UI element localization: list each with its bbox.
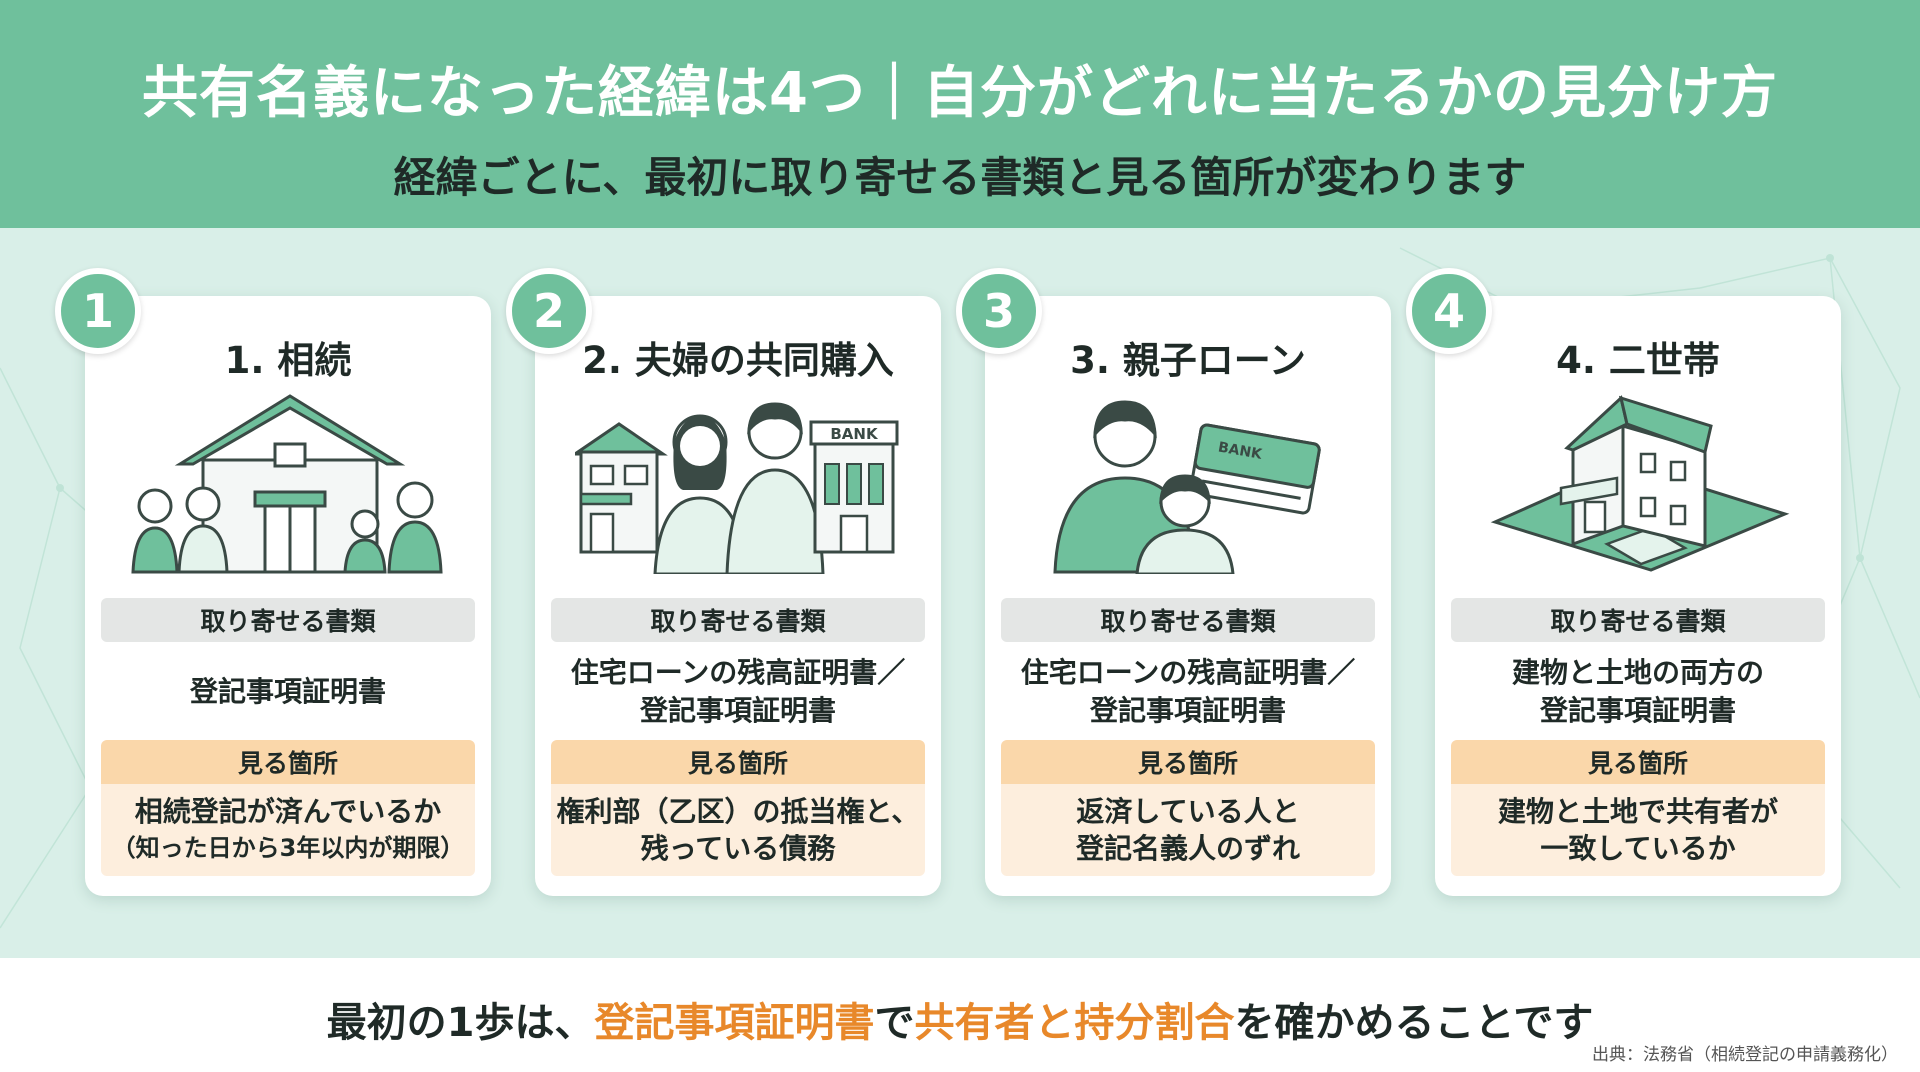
check-point-text: 建物と土地で共有者が 一致しているか xyxy=(1451,784,1825,876)
documents-text: 建物と土地の両方の 登記事項証明書 xyxy=(1445,650,1831,734)
footer-highlight-share: 共有者と持分割合 xyxy=(914,1000,1235,1046)
documents-label: 取り寄せる書類 xyxy=(1451,598,1825,642)
check-point-text: 権利部（乙区）の抵当権と、 残っている債務 xyxy=(551,784,925,876)
couple-house-bank-icon: BANK xyxy=(575,402,899,574)
card-inheritance: 1. 相続 取り寄せる書類 登記事項証明書 見る箇所 相続登記が済んでいるか （… xyxy=(85,296,491,896)
check-point-text: 返済している人と 登記名義人のずれ xyxy=(1001,784,1375,876)
check-point-line: 残っている債務 xyxy=(640,832,836,865)
documents-line: 住宅ローンの残高証明書／ xyxy=(1020,656,1356,689)
documents-text: 登記事項証明書 xyxy=(95,650,481,734)
two-family-house-on-land-icon xyxy=(1490,395,1790,572)
check-point-line: 一致しているか xyxy=(1540,832,1736,865)
documents-text: 住宅ローンの残高証明書／ 登記事項証明書 xyxy=(545,650,931,734)
check-point-line: 権利部（乙区）の抵当権と、 xyxy=(556,795,920,828)
documents-label: 取り寄せる書類 xyxy=(101,598,475,642)
check-point-label: 見る箇所 xyxy=(1451,740,1825,784)
documents-line: 建物と土地の両方の xyxy=(1511,656,1764,689)
header-banner: 共有名義になった経緯は4つ｜自分がどれに当たるかの見分け方 経緯ごとに、最初に取… xyxy=(0,0,1920,228)
footer-message-part: を確かめることです xyxy=(1234,1000,1594,1046)
check-point-label: 見る箇所 xyxy=(1001,740,1375,784)
card-joint-purchase: 2. 夫婦の共同購入 BANK 取り寄せる書類 住宅ローンの残高証明書／ 登記事… xyxy=(535,296,941,896)
check-point-line: 建物と土地で共有者が xyxy=(1497,795,1778,828)
house-with-family-icon xyxy=(131,394,443,574)
number-badge-3: 3 xyxy=(956,268,1042,354)
source-note: 出典：法務省（相続登記の申請義務化） xyxy=(1592,1045,1898,1065)
number-badge-4: 4 xyxy=(1406,268,1492,354)
documents-line: 登記事項証明書 xyxy=(1539,694,1736,727)
parent-child-bankbook-icon: BANK xyxy=(1053,400,1321,574)
documents-label: 取り寄せる書類 xyxy=(551,598,925,642)
page-title: 共有名義になった経緯は4つ｜自分がどれに当たるかの見分け方 xyxy=(142,61,1778,126)
documents-label: 取り寄せる書類 xyxy=(1001,598,1375,642)
check-point-label: 見る箇所 xyxy=(101,740,475,784)
card-two-household: 4. 二世帯 取り寄せる書類 建物と土地の両方の 登記事項証明書 見る箇所 建物… xyxy=(1435,296,1841,896)
card-title: 4. 二世帯 xyxy=(1556,339,1720,382)
check-point-text: 相続登記が済んでいるか （知った日から3年以内が期限） xyxy=(101,784,475,876)
card-title: 1. 相続 xyxy=(224,339,352,382)
check-point-line: 相続登記が済んでいるか xyxy=(134,795,442,828)
page-subtitle: 経緯ごとに、最初に取り寄せる書類と見る箇所が変わります xyxy=(393,153,1527,202)
documents-text: 住宅ローンの残高証明書／ 登記事項証明書 xyxy=(995,650,1381,734)
card-title: 2. 夫婦の共同購入 xyxy=(582,339,894,382)
documents-line: 住宅ローンの残高証明書／ xyxy=(570,656,906,689)
check-point-line: 返済している人と xyxy=(1076,795,1300,828)
footer-message: 最初の1歩は、登記事項証明書で共有者と持分割合を確かめることです xyxy=(0,990,1920,1048)
bankbook-text: BANK xyxy=(1217,439,1264,463)
bank-sign-text: BANK xyxy=(830,425,879,443)
check-point-line: 登記名義人のずれ xyxy=(1075,832,1300,865)
documents-line: 登記事項証明書 xyxy=(639,694,836,727)
footer-message-part: で xyxy=(874,1000,915,1046)
check-point-label: 見る箇所 xyxy=(551,740,925,784)
documents-line: 登記事項証明書 xyxy=(189,675,386,708)
card-parent-child-loan: 3. 親子ローン BANK 取り寄せる書類 住宅ローンの残高証明書／ 登記事項証… xyxy=(985,296,1391,896)
footer-message-part: 最初の1歩は、 xyxy=(326,1000,595,1046)
documents-line: 登記事項証明書 xyxy=(1089,694,1286,727)
footer-highlight-document: 登記事項証明書 xyxy=(594,1000,875,1046)
card-title: 3. 親子ローン xyxy=(1070,339,1306,382)
footer-banner: 最初の1歩は、登記事項証明書で共有者と持分割合を確かめることです 出典：法務省（… xyxy=(0,958,1920,1072)
number-badge-2: 2 xyxy=(506,268,592,354)
number-badge-1: 1 xyxy=(55,268,141,354)
check-point-note: （知った日から3年以内が期限） xyxy=(111,834,465,862)
